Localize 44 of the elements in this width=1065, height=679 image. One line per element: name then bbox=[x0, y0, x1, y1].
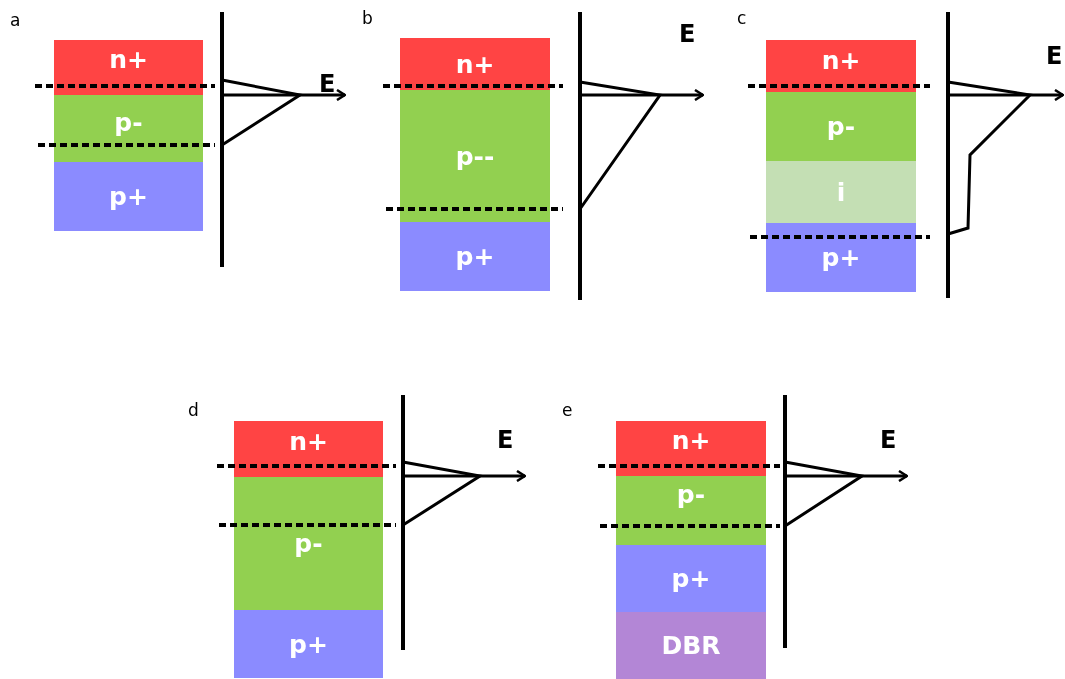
layer-label: p- bbox=[114, 110, 143, 135]
layer-band bbox=[400, 90, 550, 222]
panel-letter: b bbox=[362, 10, 373, 27]
layer-band bbox=[616, 612, 766, 679]
layer-label: p- bbox=[826, 114, 856, 139]
panel-letter: e bbox=[562, 402, 573, 419]
layer-label: p- bbox=[676, 482, 706, 507]
axis-label: E bbox=[1046, 44, 1063, 68]
axis-label: E bbox=[319, 72, 336, 96]
layer-label: DBR bbox=[661, 633, 721, 658]
layer-band bbox=[616, 421, 766, 476]
layer-band bbox=[766, 223, 916, 292]
layer-band bbox=[400, 222, 550, 291]
layer-label: n+ bbox=[109, 47, 148, 72]
layer-band bbox=[234, 421, 383, 477]
layer-band bbox=[400, 38, 550, 90]
layer-band bbox=[616, 476, 766, 545]
layer-band bbox=[616, 545, 766, 612]
layer-label: p-- bbox=[455, 143, 495, 169]
layer-band bbox=[234, 610, 383, 678]
layer-label: i bbox=[836, 179, 846, 205]
layer-label: p+ bbox=[671, 566, 711, 591]
axis-label: E bbox=[497, 428, 514, 452]
panel-letter: c bbox=[737, 10, 747, 27]
layer-label: n+ bbox=[455, 51, 495, 77]
layer-label: n+ bbox=[821, 47, 861, 73]
layer-label: p+ bbox=[109, 184, 148, 209]
layer-band bbox=[54, 162, 203, 231]
layer-label: n+ bbox=[671, 428, 711, 453]
layer-label: n+ bbox=[289, 428, 328, 454]
layer-band bbox=[54, 40, 203, 95]
layer-band bbox=[54, 95, 203, 162]
panel-letter: a bbox=[10, 12, 21, 29]
layer-band bbox=[766, 161, 916, 223]
layer-label: p+ bbox=[289, 631, 328, 657]
layer-band bbox=[766, 92, 916, 161]
layer-band bbox=[766, 40, 916, 92]
panel-letter: d bbox=[188, 402, 199, 419]
layer-label: p- bbox=[294, 531, 323, 556]
layer-label: p+ bbox=[455, 244, 495, 269]
layer-label: p+ bbox=[821, 245, 861, 270]
axis-label: E bbox=[880, 428, 897, 452]
layer-band bbox=[234, 477, 383, 610]
axis-label: E bbox=[679, 22, 696, 46]
